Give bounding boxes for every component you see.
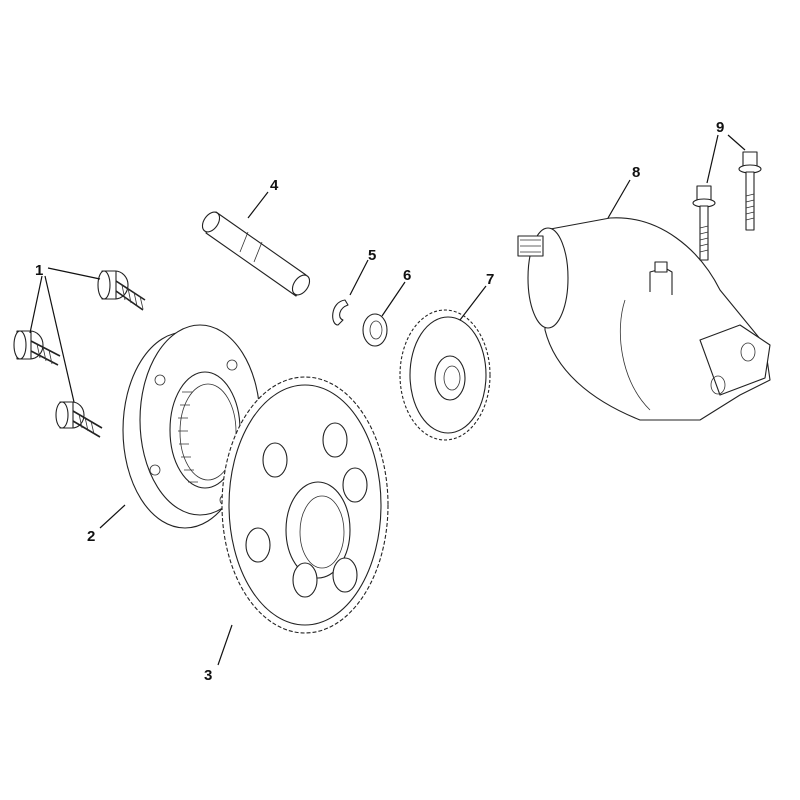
- flange-bolt-group: [692, 151, 762, 261]
- callout-6: 6: [403, 267, 411, 284]
- washer: [362, 313, 388, 347]
- callout-labels: 1 2 3 4 5 6 7 8 9: [35, 119, 724, 684]
- idler-gear: [399, 309, 491, 441]
- flange-bolt-9b: [738, 151, 762, 231]
- callout-3: 3: [204, 667, 212, 684]
- callout-1: 1: [35, 262, 43, 279]
- callout-5: 5: [368, 247, 376, 264]
- circlip: [332, 299, 349, 326]
- flange-bolt-9a: [692, 185, 716, 261]
- starter-driven-gear: [221, 376, 389, 634]
- callout-2: 2: [87, 528, 95, 545]
- callout-7: 7: [486, 271, 494, 288]
- bolt-1a: [97, 270, 146, 311]
- bolt-1c: [55, 401, 103, 438]
- bolt-group: [13, 270, 146, 438]
- shaft-pin: [201, 211, 311, 297]
- starter-motor: [517, 217, 771, 421]
- callout-4: 4: [270, 177, 279, 194]
- leader-lines: [29, 134, 746, 666]
- callout-8: 8: [632, 164, 640, 181]
- bolt-1b: [13, 330, 61, 366]
- callout-9: 9: [716, 119, 724, 136]
